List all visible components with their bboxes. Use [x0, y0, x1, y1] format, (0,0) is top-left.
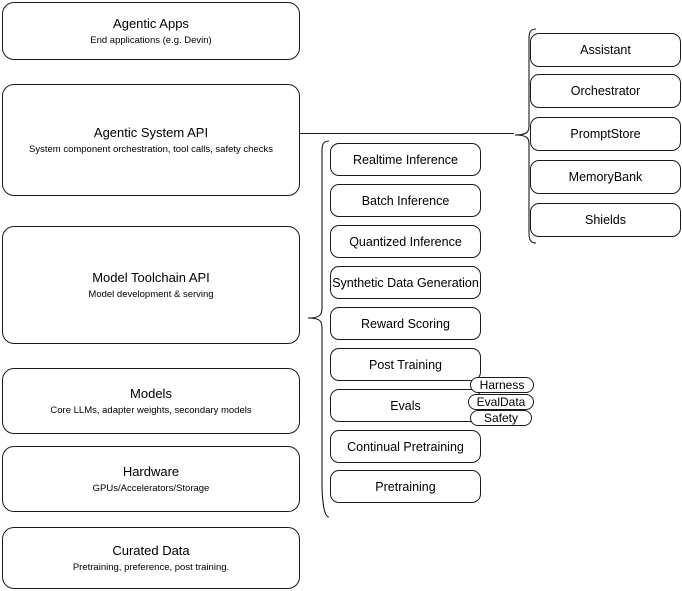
layer-hardware[interactable]: Hardware GPUs/Accelerators/Storage [2, 446, 300, 512]
layer-title: Curated Data [112, 542, 190, 558]
component-label: Batch Inference [361, 193, 450, 208]
pill-label: Harness [479, 378, 525, 392]
layer-agentic-apps[interactable]: Agentic Apps End applications (e.g. Devi… [2, 2, 300, 60]
component-reward-scoring[interactable]: Reward Scoring [330, 307, 481, 340]
layer-agentic-system-api[interactable]: Agentic System API System component orch… [2, 84, 300, 196]
component-continual-pretraining[interactable]: Continual Pretraining [330, 430, 481, 463]
agentic-component-shields[interactable]: Shields [530, 203, 681, 237]
layer-title: Hardware [122, 463, 180, 479]
component-label: Assistant [580, 43, 631, 57]
component-post-training[interactable]: Post Training [330, 348, 481, 381]
pill-label: Safety [483, 411, 519, 425]
component-evals[interactable]: Evals [330, 389, 481, 422]
layer-title: Agentic System API [93, 124, 209, 140]
component-batch-inference[interactable]: Batch Inference [330, 184, 481, 217]
component-label: Continual Pretraining [347, 439, 464, 454]
layer-title: Agentic Apps [113, 15, 189, 31]
layer-title: Models [130, 385, 172, 401]
evals-subcomponent-safety[interactable]: Safety [470, 410, 532, 426]
component-label: MemoryBank [568, 170, 643, 184]
component-label: Realtime Inference [353, 152, 458, 167]
component-pretraining[interactable]: Pretraining [330, 470, 481, 503]
agentic-component-promptstore[interactable]: PromptStore [530, 117, 681, 151]
component-label: Shields [585, 213, 626, 227]
component-label: Synthetic Data Generation [332, 275, 479, 290]
agentic-component-orchestrator[interactable]: Orchestrator [530, 74, 681, 108]
evals-subcomponent-harness[interactable]: Harness [470, 377, 534, 393]
component-label: Evals [390, 398, 421, 413]
layer-subtitle: System component orchestration, tool cal… [29, 143, 273, 155]
layer-curated-data[interactable]: Curated Data Pretraining, preference, po… [2, 527, 300, 589]
component-label: Pretraining [375, 479, 436, 494]
evals-subcomponent-evaldata[interactable]: EvalData [468, 394, 534, 410]
layer-subtitle: Model development & serving [88, 288, 214, 300]
pill-label: EvalData [476, 395, 526, 409]
layer-subtitle: End applications (e.g. Devin) [90, 34, 212, 46]
component-label: Post Training [369, 357, 442, 372]
agentic-component-assistant[interactable]: Assistant [530, 33, 681, 67]
component-quantized-inference[interactable]: Quantized Inference [330, 225, 481, 258]
layer-subtitle: Pretraining, preference, post training. [72, 561, 230, 573]
component-label: Quantized Inference [349, 234, 462, 249]
agentic-component-memorybank[interactable]: MemoryBank [530, 160, 681, 194]
component-label: Reward Scoring [361, 316, 450, 331]
component-synthetic-data-generation[interactable]: Synthetic Data Generation [330, 266, 481, 299]
brace-model-toolchain [305, 140, 331, 518]
layer-models[interactable]: Models Core LLMs, adapter weights, secon… [2, 368, 300, 434]
connector-agentic-system-api [300, 128, 516, 140]
layer-title: Model Toolchain API [92, 269, 210, 285]
component-realtime-inference[interactable]: Realtime Inference [330, 143, 481, 176]
layer-model-toolchain-api[interactable]: Model Toolchain API Model development & … [2, 226, 300, 344]
component-label: Orchestrator [570, 84, 641, 98]
layer-subtitle: GPUs/Accelerators/Storage [92, 482, 210, 494]
component-label: PromptStore [570, 127, 641, 141]
layer-subtitle: Core LLMs, adapter weights, secondary mo… [50, 404, 252, 416]
